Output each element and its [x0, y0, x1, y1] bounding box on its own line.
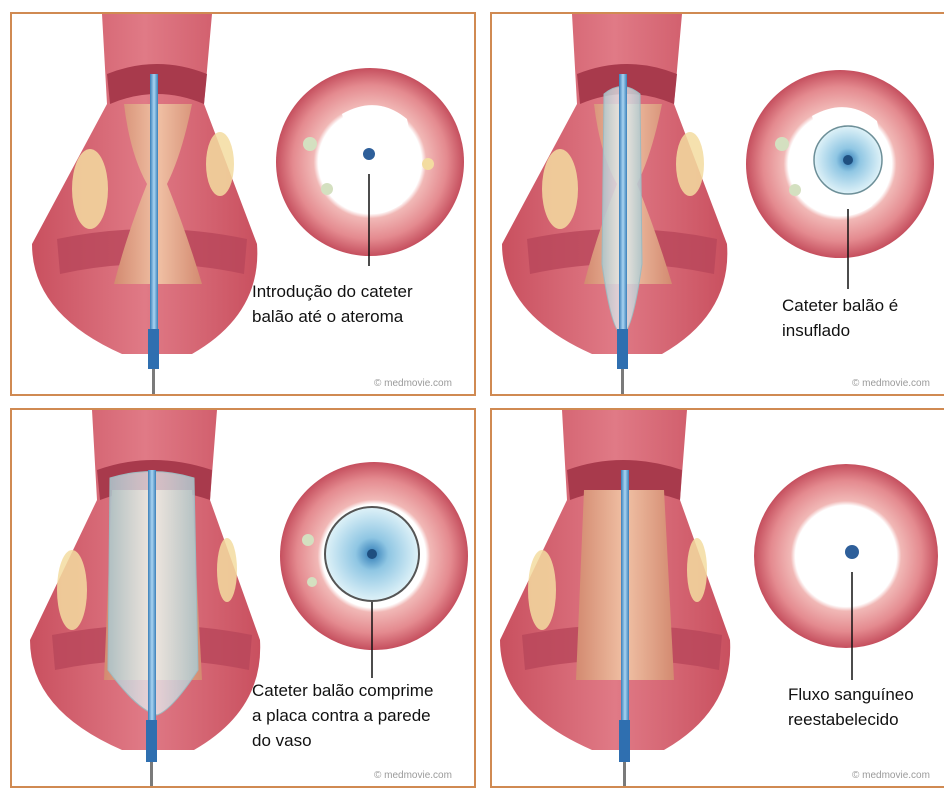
- longitudinal-vessel-section: [500, 410, 730, 750]
- caption-line: insuflado: [782, 318, 898, 343]
- credit-watermark: © medmovie.com: [852, 378, 930, 389]
- caption-panel-3: Cateter balão comprime a placa contra a …: [252, 678, 433, 753]
- caption-line: a placa contra a parede: [252, 703, 433, 728]
- panel-balloon-compresses-plaque: Cateter balão comprime a placa contra a …: [10, 408, 476, 788]
- longitudinal-vessel-section: [32, 14, 257, 354]
- vessel-cross-section: [746, 70, 934, 289]
- caption-line: do vaso: [252, 728, 433, 753]
- vessel-illustration: [12, 14, 476, 396]
- caption-panel-2: Cateter balão é insuflado: [782, 293, 898, 343]
- panel-catheter-introduction: Introdução do cateter balão até o aterom…: [10, 12, 476, 396]
- caption-line: Cateter balão é: [782, 293, 898, 318]
- caption-line: balão até o ateroma: [252, 304, 413, 329]
- caption-line: Cateter balão comprime: [252, 678, 433, 703]
- caption-line: Introdução do cateter: [252, 279, 413, 304]
- caption-panel-4: Fluxo sanguíneo reestabelecido: [788, 682, 914, 732]
- panel-balloon-inflated: Cateter balão é insuflado © medmovie.com: [490, 12, 944, 396]
- caption-line: reestabelecido: [788, 707, 914, 732]
- credit-watermark: © medmovie.com: [852, 770, 930, 781]
- vessel-cross-section: [754, 464, 938, 680]
- panel-blood-flow-restored: Fluxo sanguíneo reestabelecido © medmovi…: [490, 408, 944, 788]
- credit-watermark: © medmovie.com: [374, 378, 452, 389]
- credit-watermark: © medmovie.com: [374, 770, 452, 781]
- caption-line: Fluxo sanguíneo: [788, 682, 914, 707]
- vessel-cross-section: [280, 462, 468, 678]
- vessel-cross-section: [276, 68, 464, 266]
- caption-panel-1: Introdução do cateter balão até o aterom…: [252, 279, 413, 329]
